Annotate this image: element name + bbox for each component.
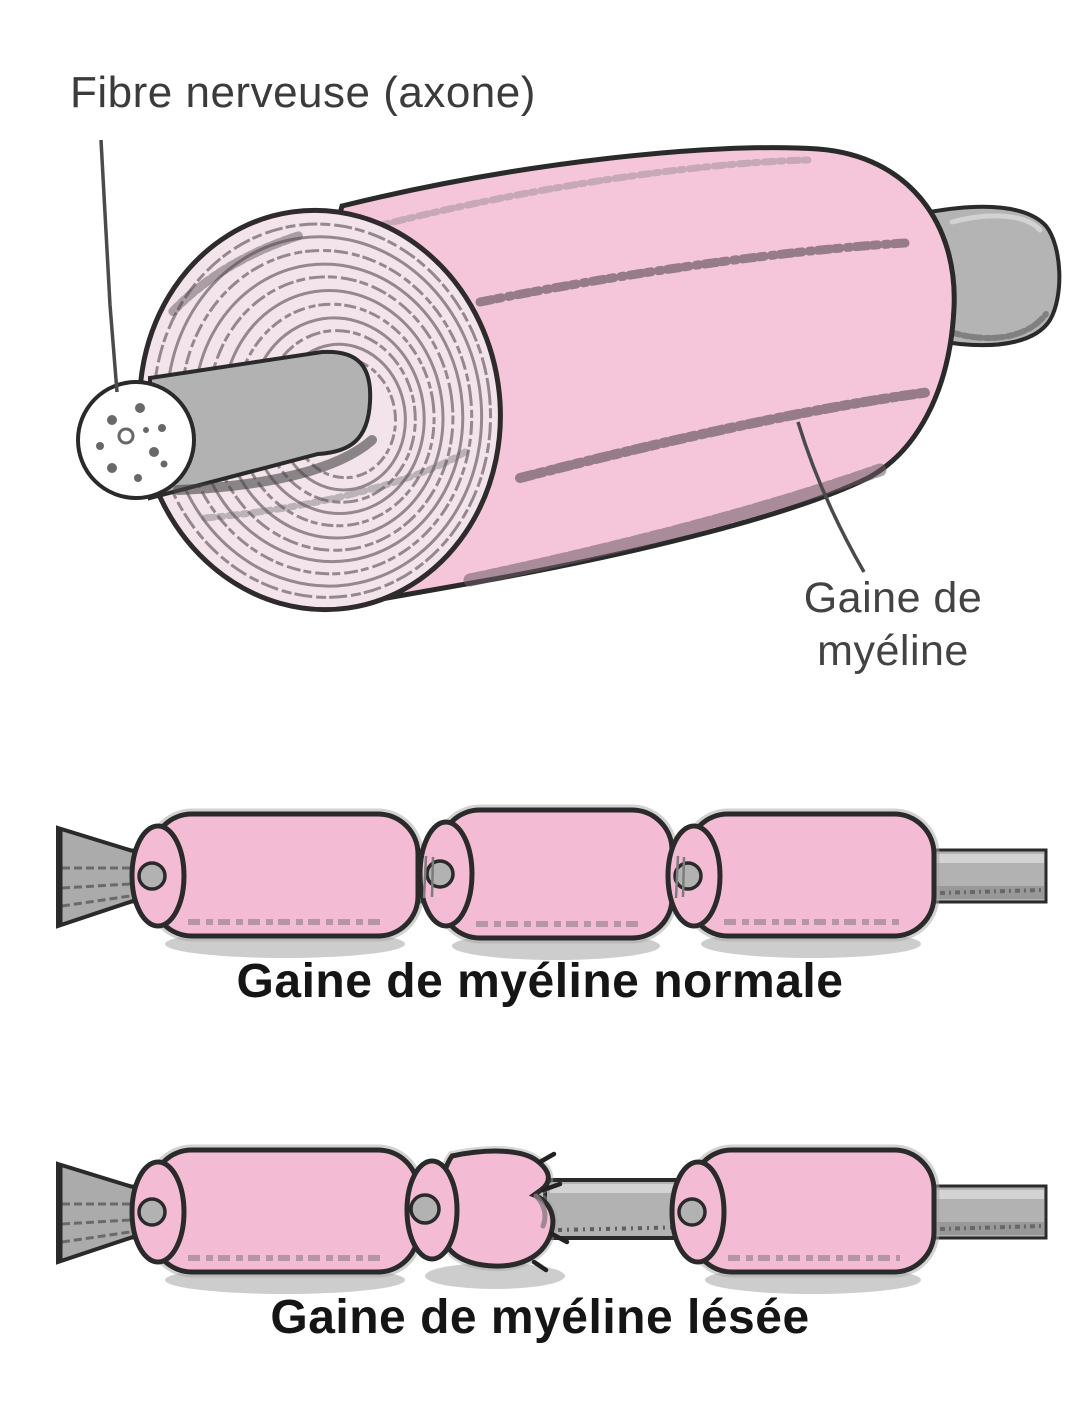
myelin-segment <box>669 1144 940 1294</box>
myelin-sheath-label: Gaine de myéline <box>748 572 1038 678</box>
node-of-ranvier-marks <box>422 855 686 899</box>
myelin-segment <box>417 804 678 960</box>
damaged-myelin-fiber-illustration <box>56 1144 1048 1294</box>
damaged-myelin-segment <box>404 1146 570 1289</box>
myelin-segment <box>129 808 424 958</box>
axon-cylinder <box>148 349 469 522</box>
leader-line-myelin-label <box>796 421 866 573</box>
myelin-sheath-label-line2: myéline <box>817 627 969 675</box>
axon-cross-section-circle <box>76 380 196 500</box>
normal-myelin-fiber-illustration <box>56 804 1048 960</box>
myelin-segment <box>665 808 940 958</box>
caption-damaged-myelin: Gaine de myéline lésée <box>270 1291 810 1344</box>
caption-normal-myelin: Gaine de myéline normale <box>236 955 844 1008</box>
myelinated-fiber-3d-illustration <box>76 139 1062 613</box>
fiber-flared-end <box>56 1161 138 1265</box>
axon-label: Fibre nerveuse (axone) <box>70 68 536 117</box>
myelin-sheath-label-line1: Gaine de <box>803 574 983 622</box>
axon-terminal-stub <box>925 204 1062 348</box>
torn-edge-marks <box>531 1151 570 1273</box>
myelin-segment <box>129 1144 424 1294</box>
leader-line-axon-label <box>99 139 119 393</box>
fiber-flared-end <box>56 825 138 929</box>
myelin-coil-rings <box>152 222 493 599</box>
axon-microtubule-dots <box>96 403 168 482</box>
